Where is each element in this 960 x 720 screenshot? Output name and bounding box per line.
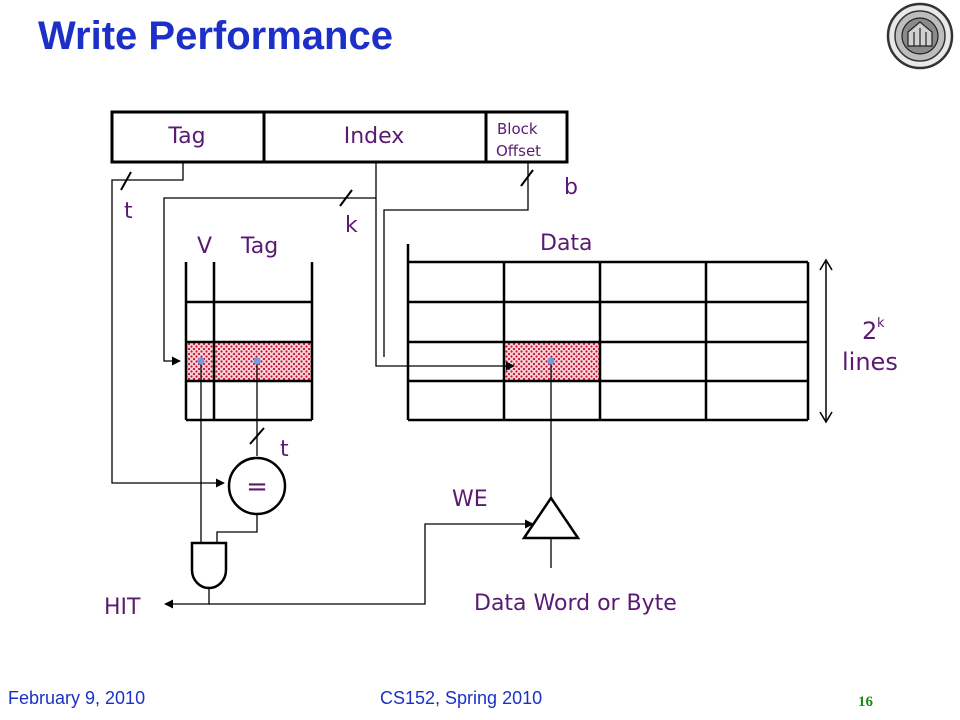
block-offset-label-line1: Block — [497, 120, 538, 138]
compare-width-label: t — [280, 437, 289, 462]
bus-width-slashes — [120, 169, 534, 445]
lines-arrowhead-top-icon — [819, 258, 833, 271]
lines-count-exponent: k — [877, 316, 885, 331]
tag-array — [184, 262, 314, 422]
footer-date: February 9, 2010 — [8, 688, 146, 708]
lines-arrowhead-bottom-icon — [819, 411, 833, 424]
lines-count-base: 2 — [862, 317, 877, 345]
footer-course: CS152, Spring 2010 — [380, 688, 543, 708]
wires — [111, 162, 552, 609]
lines-word: lines — [842, 348, 898, 376]
address-index-label: Index — [344, 124, 405, 149]
valid-bit-header: V — [197, 234, 212, 259]
slide-title: Write Performance — [38, 14, 393, 58]
selected-line-dots — [197, 357, 555, 365]
data-array-header: Data — [540, 231, 593, 256]
tag-array-header: Tag — [240, 234, 278, 259]
address-tag-label: Tag — [167, 124, 205, 149]
address-register — [110, 110, 569, 164]
write-enable-label: WE — [452, 487, 488, 512]
tag-comparator — [227, 456, 287, 516]
comparator-symbol: = — [246, 472, 268, 502]
block-offset-label-line2: Offset — [496, 142, 541, 160]
index-width-label: k — [345, 213, 358, 238]
write-buffer-icon — [521, 495, 581, 540]
page-number: 16 — [858, 694, 873, 710]
hit-label: HIT — [104, 595, 141, 620]
data-input-label: Data Word or Byte — [474, 591, 677, 616]
tag-width-label: t — [124, 199, 133, 224]
data-array — [406, 244, 810, 422]
offset-width-label: b — [564, 175, 578, 200]
and-gate-icon — [190, 541, 228, 590]
university-seal-icon — [886, 2, 954, 70]
